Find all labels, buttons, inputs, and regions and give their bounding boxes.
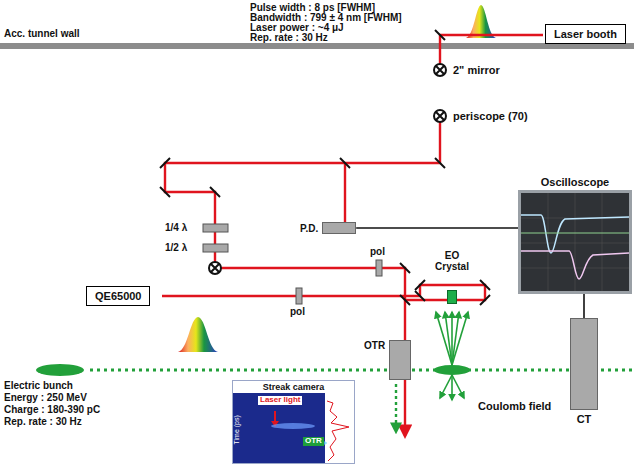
mirror [400, 295, 410, 305]
node-text: CT [577, 413, 592, 425]
laser-spec: Bandwidth : 799 ± 4 nm [FWHM] [250, 12, 402, 23]
mirror [480, 280, 490, 290]
image-annotation: Laser light [258, 396, 302, 405]
laser-booth-box: Laser booth [545, 24, 626, 44]
signal-cable [356, 227, 518, 229]
mirror [480, 295, 490, 305]
mirror [210, 187, 220, 197]
otr-light [395, 384, 397, 432]
mirror [435, 30, 445, 40]
beam-spec: Rep. rate : 30 Hz [4, 416, 82, 427]
node-text: OTR [364, 340, 385, 351]
electron-beam [90, 369, 634, 372]
waveplate-label: 1/2 λ [165, 242, 187, 253]
polarizer [376, 260, 382, 276]
field-label: Coulomb field [478, 400, 551, 412]
node-text: Oscilloscope [541, 176, 609, 188]
laser-beam [344, 163, 346, 222]
laser-beam [162, 285, 485, 300]
periscope-mirror [434, 64, 446, 76]
node-text: P.D. [300, 223, 318, 234]
electron-bunch [434, 365, 470, 375]
eo-crystal: EO Crystal [428, 250, 476, 304]
periscope-mirror [436, 66, 444, 74]
oscilloscope-traces [521, 193, 629, 291]
mirror [340, 158, 350, 168]
wave-plate [203, 224, 228, 232]
mirror-label: 2" mirror [453, 64, 500, 76]
oscilloscope: Oscilloscope [518, 176, 632, 294]
image-annotation: OTR [303, 437, 324, 446]
periscope-mirror [209, 262, 221, 274]
periscope-mirror [211, 264, 219, 272]
mirror [160, 187, 170, 197]
otr-screen: OTR [364, 340, 411, 380]
polarizer-label: pol [370, 246, 385, 257]
beam-spec: Charge : 180-390 pC [4, 404, 100, 415]
mirror [415, 280, 425, 290]
photodiode-body [322, 222, 356, 234]
laser-spec: Laser power : ~4 μJ [250, 22, 344, 33]
current-transformer: CT [570, 318, 598, 425]
beam-spec: Energy : 250 MeV [4, 392, 87, 403]
spectrometer-box: QE65000 [86, 286, 150, 306]
signal-cable [583, 294, 585, 318]
mirror [415, 291, 425, 301]
axis-label: Time (ps) [233, 415, 241, 444]
node-text: QE65000 [95, 290, 141, 302]
coulomb-field-arrow [452, 312, 459, 365]
polarizer-label: pol [290, 306, 305, 317]
waveplate-label: 1/4 λ [165, 222, 187, 233]
mirror-label: periscope (70) [453, 110, 528, 122]
spectrum-icon [178, 317, 218, 352]
node-text: EO Crystal [428, 250, 476, 272]
streak-camera: Streak camera [232, 380, 355, 464]
crystal-body [447, 290, 457, 304]
coulomb-field-arrow [440, 375, 452, 398]
node-text: Laser booth [554, 28, 617, 40]
coulomb-field-arrow [451, 375, 453, 400]
coulomb-field-arrow [445, 312, 452, 365]
laser-beam [165, 122, 440, 262]
periscope-mirror [434, 110, 446, 122]
laser-beam [440, 35, 543, 64]
coulomb-field-arrow [436, 312, 452, 365]
laser-spec: Pulse width : 8 ps [FWHM] [250, 2, 375, 13]
mirror [435, 158, 445, 168]
wall-label: Acc. tunnel wall [4, 28, 80, 39]
otr-body [389, 340, 411, 380]
coulomb-field-arrow [452, 375, 464, 398]
wave-plate [203, 244, 228, 252]
polarizer [296, 288, 302, 304]
electron-bunch [36, 364, 84, 376]
spectrum-icon [466, 5, 496, 38]
mirror [160, 158, 170, 168]
mirror [400, 263, 410, 273]
ct-body [570, 318, 598, 410]
oscilloscope-screen [518, 190, 632, 294]
tunnel-wall [0, 43, 634, 49]
coulomb-field-arrow [452, 312, 468, 365]
laser-spec: Rep. rate : 30 Hz [250, 32, 328, 43]
beam-spec: Electric bunch [4, 380, 73, 391]
node-text: Streak camera [263, 381, 325, 393]
periscope-mirror [436, 112, 444, 120]
photodiode: P.D. [300, 222, 356, 234]
